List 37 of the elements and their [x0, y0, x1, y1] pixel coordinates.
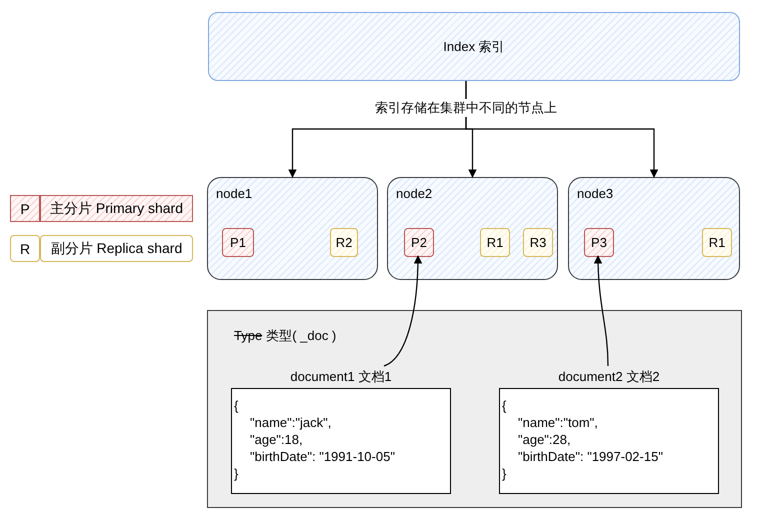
- arrow: [465, 81, 658, 178]
- arrow: [594, 255, 609, 366]
- replica-shard: R1: [480, 228, 510, 257]
- code-line: "name":"tom",: [518, 414, 598, 431]
- primary-shard: P1: [222, 228, 254, 257]
- code-line: {: [234, 397, 238, 414]
- code-line: "age":28,: [518, 431, 571, 448]
- edge-label: 索引存储在集群中不同的节点上: [373, 99, 559, 117]
- code-line: }: [234, 465, 238, 482]
- type-label: 类型( _doc ): [266, 328, 336, 343]
- replica-shard: R3: [523, 228, 553, 257]
- code-line: {: [502, 397, 506, 414]
- code-line: "birthDate": "1997-02-15": [518, 448, 663, 465]
- server-node-box: [387, 177, 558, 280]
- node-label: node3: [577, 186, 614, 201]
- code-line: "name":"jack",: [250, 414, 332, 431]
- primary-shard: P2: [404, 228, 434, 257]
- arrow: [384, 255, 422, 367]
- struck-text: Type: [234, 328, 262, 343]
- type-panel: [207, 310, 742, 508]
- primary-shard: P3: [584, 228, 614, 257]
- legend-text-box: 副分片 Replica shard: [40, 235, 193, 262]
- code-line: "birthDate": "1991-10-05": [250, 448, 395, 465]
- replica-shard: R2: [330, 228, 358, 257]
- node-label: node2: [396, 186, 432, 201]
- document-title: document2 文档2: [557, 368, 661, 386]
- server-node-box: [207, 177, 378, 280]
- legend-key-box: R: [10, 235, 40, 262]
- replica-shard: R1: [702, 228, 732, 257]
- legend-key-box: P: [10, 195, 40, 222]
- legend-text-box: 主分片 Primary shard: [40, 195, 193, 222]
- server-node-box: [568, 177, 740, 280]
- code-line: }: [502, 465, 506, 482]
- document-title: document1 文档1: [289, 368, 393, 386]
- node-label: node1: [216, 186, 252, 201]
- index-box: Index 索引: [208, 12, 740, 81]
- code-line: "age":18,: [250, 431, 303, 448]
